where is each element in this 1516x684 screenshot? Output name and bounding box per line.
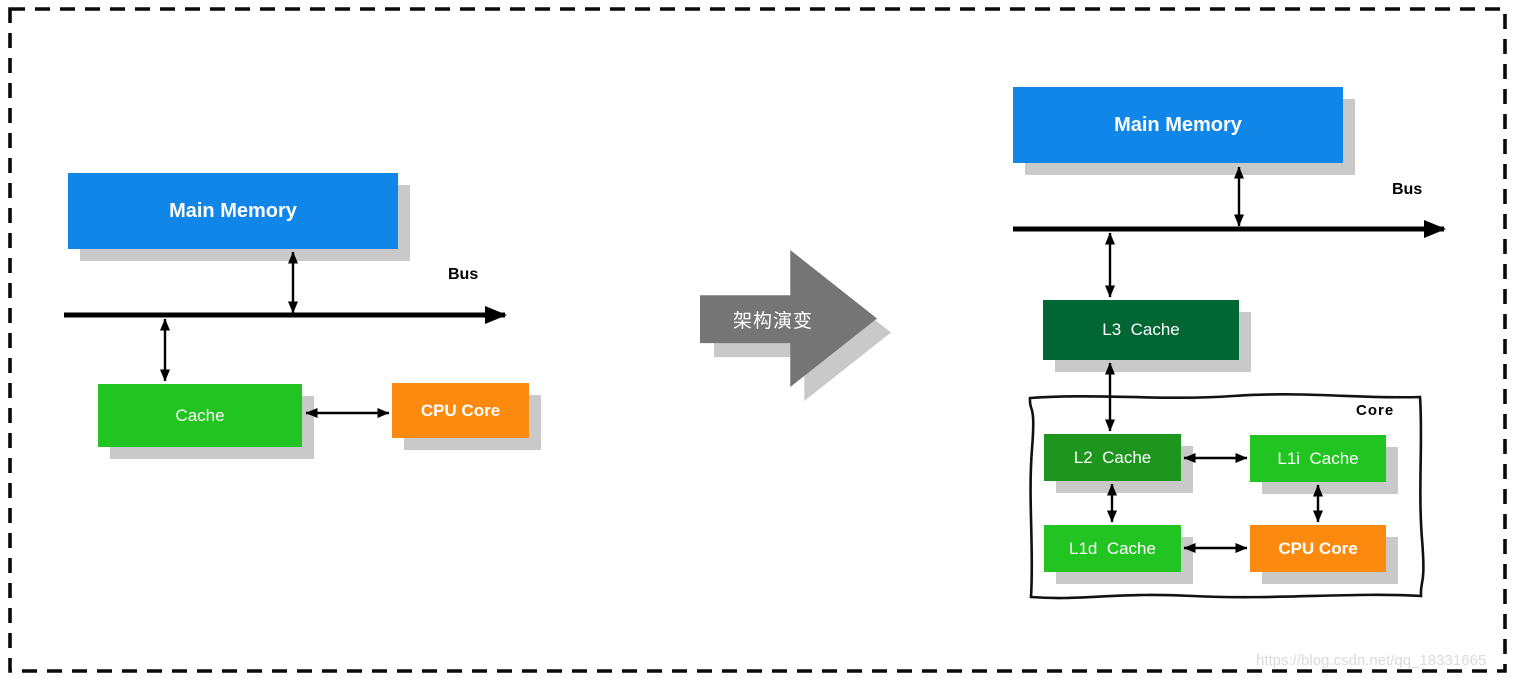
- left-cpu-core-box: CPU Core: [392, 383, 529, 438]
- right-main-memory-box: Main Memory: [1013, 87, 1343, 163]
- right-bus-label: Bus: [1392, 181, 1423, 198]
- l1d-cache-label: L1d Cache: [1069, 538, 1156, 558]
- l2-cache-label: L2 Cache: [1073, 447, 1152, 467]
- transition-arrow-label: 架构演变: [732, 310, 813, 332]
- l3-cache-label: L3 Cache: [1102, 320, 1180, 339]
- left-cache-label: Cache: [175, 405, 225, 425]
- l1i-cache-label: L1i Cache: [1277, 448, 1359, 468]
- watermark-url: https://blog.csdn.net/qq_18331665: [1256, 652, 1487, 669]
- l1i-cache-box: L1i Cache: [1250, 435, 1386, 482]
- right-main-memory-label: Main Memory: [1114, 113, 1242, 136]
- left-main-memory-label: Main Memory: [169, 199, 297, 222]
- transition-arrow-icon: 架构演变: [700, 250, 877, 387]
- left-cache-box: Cache: [98, 384, 302, 447]
- core-container-label: Core: [1356, 402, 1395, 419]
- l1d-cache-box: L1d Cache: [1044, 525, 1181, 572]
- core-container-box: [1023, 389, 1427, 605]
- left-bus-label: Bus: [448, 266, 479, 283]
- right-cpu-core-box: CPU Core: [1250, 525, 1386, 572]
- l3-cache-box: L3 Cache: [1043, 300, 1239, 360]
- l2-cache-box: L2 Cache: [1044, 434, 1181, 481]
- left-main-memory-box: Main Memory: [68, 173, 398, 249]
- left-cpu-core-label: CPU Core: [420, 400, 501, 420]
- core-container-sketch-border: [1028, 393, 1425, 600]
- right-cpu-core-label: CPU Core: [1278, 538, 1358, 558]
